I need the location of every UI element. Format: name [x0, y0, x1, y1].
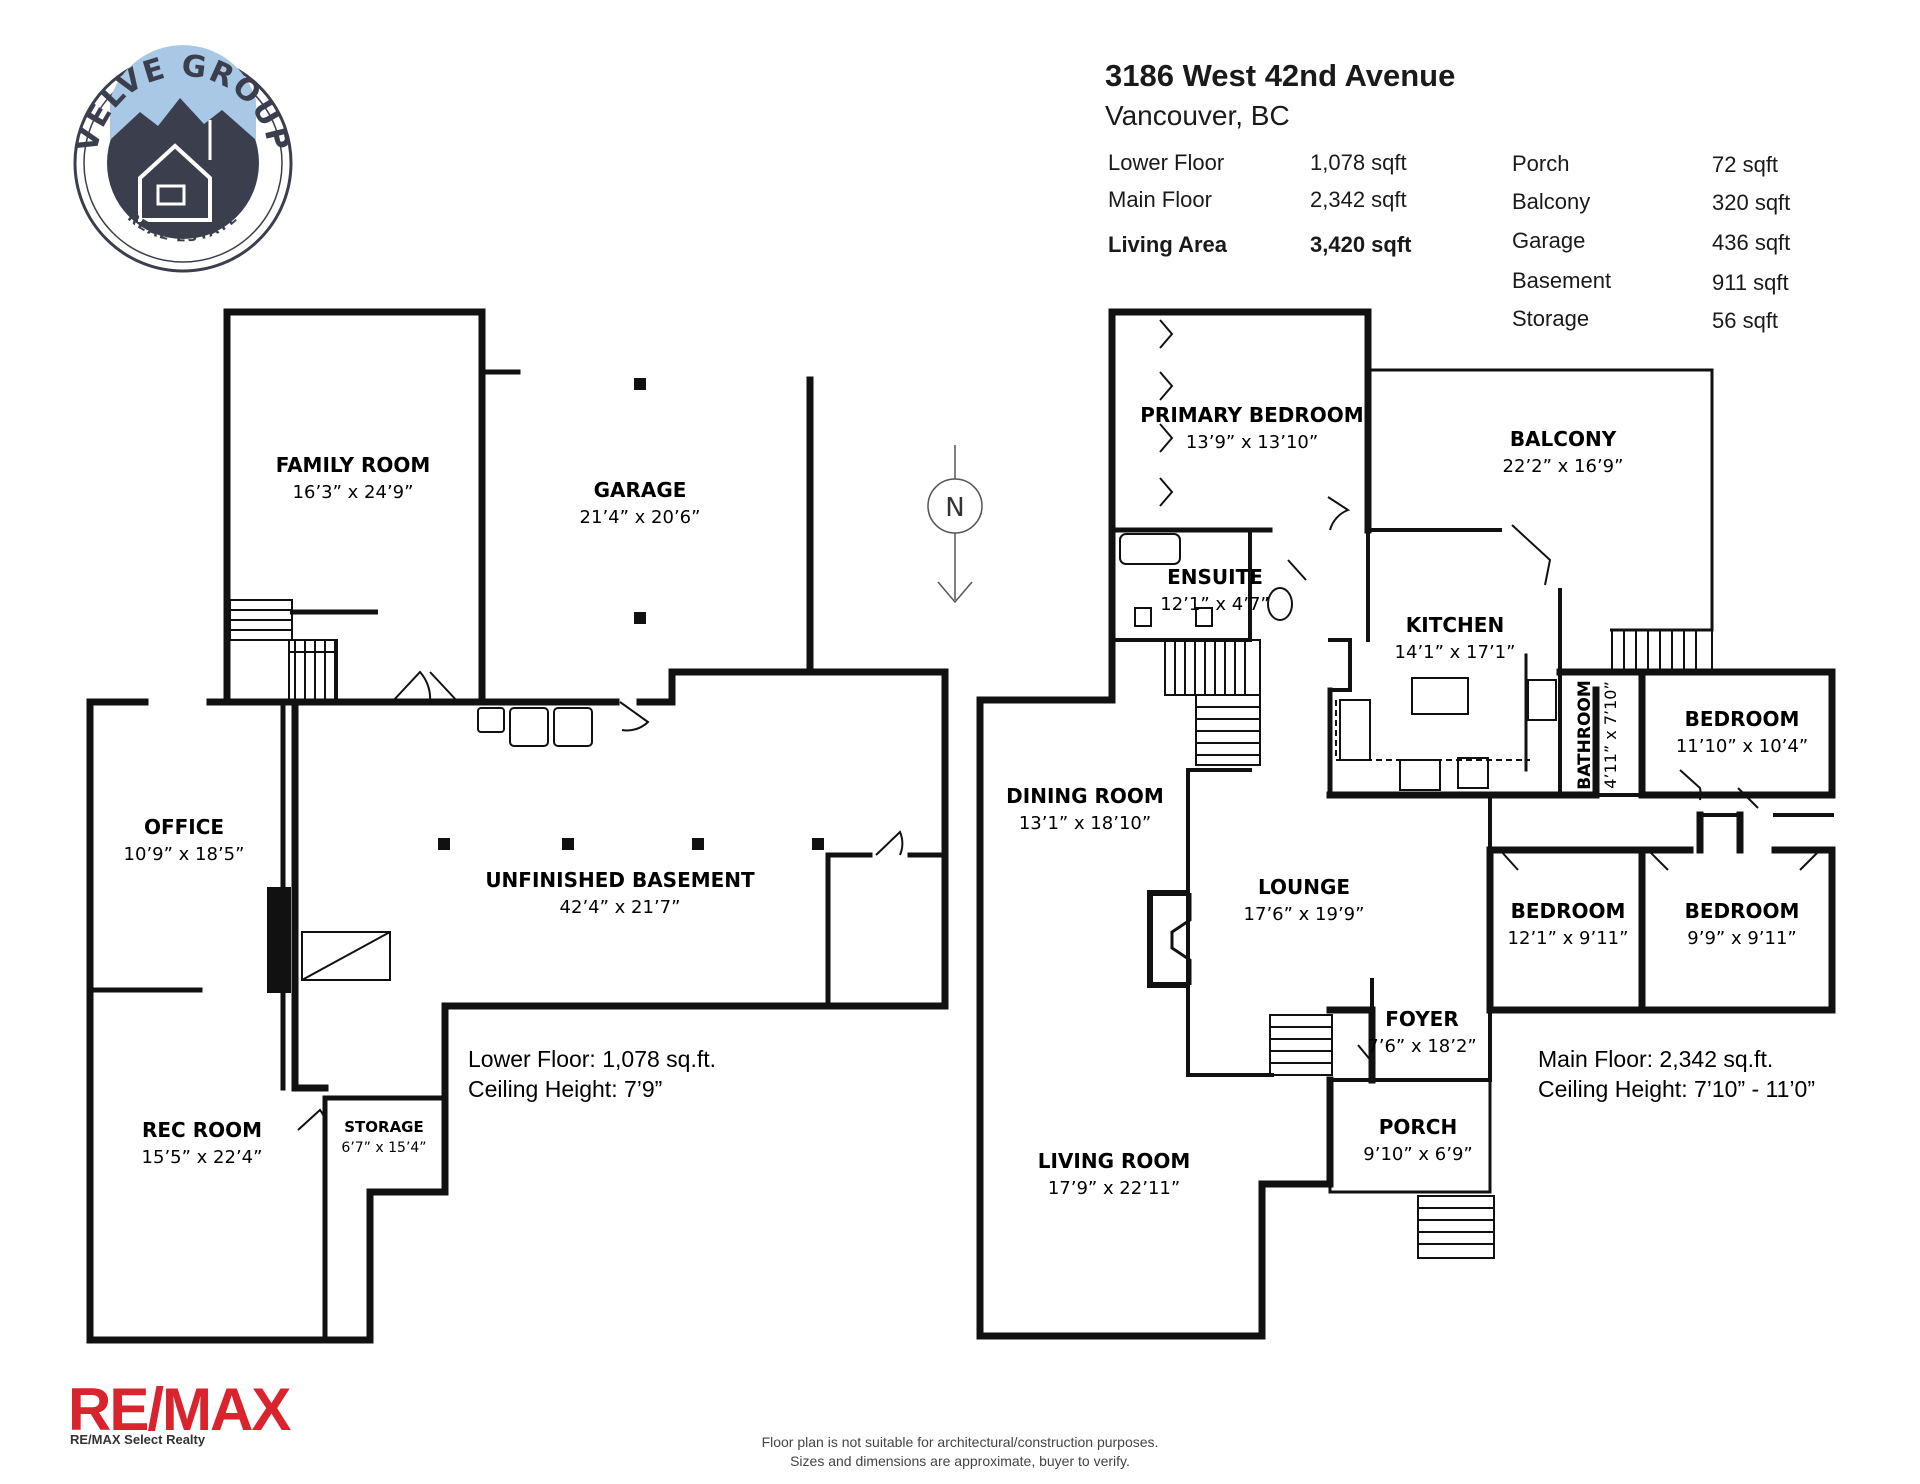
lower-floor-ceiling-note: Ceiling Height: 7’9” — [468, 1076, 662, 1102]
support-posts — [438, 378, 824, 850]
area-label: Main Floor — [1108, 187, 1212, 212]
closet-doors — [1159, 319, 1174, 507]
stairs-foyer — [1269, 1014, 1333, 1076]
room-name-dining-room: DINING ROOM — [1006, 784, 1164, 808]
compass-label: N — [945, 493, 964, 523]
room-name-bedroom-3: BEDROOM — [1685, 899, 1800, 923]
room-dim-garage: 21’4” x 20’6” — [580, 507, 701, 528]
room-dim-bedroom-3: 9’9” x 9’11” — [1687, 928, 1796, 949]
area-label-total: Living Area — [1108, 232, 1227, 257]
main-floor-area-note: Main Floor: 2,342 sq.ft. — [1538, 1046, 1773, 1072]
stairs-lower — [229, 599, 378, 701]
room-dim-porch: 9’10” x 6’9” — [1363, 1144, 1472, 1165]
area-value: 436 sqft — [1712, 230, 1791, 255]
room-dim-living-room: 17’9” x 22’11” — [1048, 1178, 1180, 1199]
sink-icon — [1134, 607, 1152, 627]
main-floor-labels: PRIMARY BEDROOM 13’9” x 13’10” BALCONY 2… — [1006, 403, 1815, 1199]
room-name-foyer: FOYER — [1385, 1007, 1459, 1031]
area-label: Garage — [1512, 228, 1586, 253]
area-label: Porch — [1512, 151, 1570, 176]
room-name-bedroom-1: BEDROOM — [1685, 707, 1800, 731]
sink-icon — [1195, 607, 1213, 627]
property-city: Vancouver, BC — [1105, 100, 1290, 131]
room-dim-dining-room: 13’1” x 18’10” — [1019, 813, 1151, 834]
room-dim-lounge: 17’6” x 19’9” — [1244, 904, 1365, 925]
room-dim-office: 10’9” x 18’5” — [124, 844, 245, 865]
velve-group-logo: VELVE GROUP REAL ESTATE — [69, 45, 295, 273]
lower-floor-details — [229, 378, 904, 1136]
area-value-total: 3,420 sqft — [1310, 232, 1412, 257]
room-dim-rec-room: 15’5” x 22’4” — [142, 1147, 263, 1168]
room-name-primary-bedroom: PRIMARY BEDROOM — [1140, 403, 1363, 427]
main-floor-details — [1119, 319, 1821, 1259]
room-dim-kitchen: 14’1” x 17’1” — [1395, 642, 1516, 663]
stairs-porch — [1417, 1195, 1495, 1259]
room-dim-storage: 6’7” x 15’4” — [341, 1140, 426, 1156]
stairs-main — [1164, 639, 1261, 766]
stair-landing-shape — [301, 931, 391, 981]
room-name-ensuite: ENSUITE — [1167, 565, 1263, 589]
area-value: 911 sqft — [1712, 270, 1789, 295]
balcony-outline — [1366, 368, 1714, 632]
room-name-balcony: BALCONY — [1510, 427, 1617, 451]
lower-floor-labels: FAMILY ROOM 16’3” x 24’9” GARAGE 21’4” x… — [124, 453, 755, 1168]
room-name-bedroom-2: BEDROOM — [1511, 899, 1626, 923]
room-name-unfinished-basement: UNFINISHED BASEMENT — [485, 868, 755, 892]
room-name-garage: GARAGE — [594, 478, 687, 502]
bathtub-icon — [1119, 533, 1181, 565]
toilet-icon — [1267, 587, 1293, 621]
room-name-office: OFFICE — [144, 815, 224, 839]
room-name-kitchen: KITCHEN — [1406, 613, 1504, 637]
area-value: 2,342 sqft — [1310, 187, 1407, 212]
room-dim-ensuite: 12’1” x 4’7” — [1160, 594, 1269, 615]
property-address: 3186 West 42nd Avenue — [1105, 58, 1456, 93]
area-value: 320 sqft — [1712, 190, 1791, 215]
room-dim-primary-bedroom: 13’9” x 13’10” — [1186, 432, 1318, 453]
area-value: 1,078 sqft — [1310, 150, 1407, 175]
disclaimer-line-1: Floor plan is not suitable for architect… — [761, 1434, 1159, 1450]
room-name-living-room: LIVING ROOM — [1038, 1149, 1191, 1173]
door-swing — [391, 670, 432, 703]
laundry-appliances — [477, 707, 593, 747]
remax-logo: RE/MAX — [68, 1376, 291, 1443]
mountains-shape — [110, 45, 256, 140]
room-name-porch: PORCH — [1379, 1115, 1457, 1139]
room-dim-balcony: 22’2” x 16’9” — [1503, 456, 1624, 477]
area-label: Balcony — [1512, 189, 1591, 214]
main-floor-ceiling-note: Ceiling Height: 7’10” - 11’0” — [1538, 1076, 1815, 1102]
fireplace-main — [1147, 890, 1192, 988]
bathroom-label: BATHROOM 4’11” x 7’10” — [1575, 680, 1620, 790]
kitchen-island — [1411, 677, 1469, 715]
room-name-family-room: FAMILY ROOM — [276, 453, 431, 477]
room-name-bathroom: BATHROOM — [1575, 680, 1595, 790]
north-compass: N — [927, 445, 983, 604]
room-dim-bedroom-2: 12’1” x 9’11” — [1508, 928, 1629, 949]
lower-floor-area-note: Lower Floor: 1,078 sq.ft. — [468, 1046, 716, 1072]
room-dim-bathroom: 4’11” x 7’10” — [1601, 681, 1620, 788]
remax-brokerage-name: RE/MAX Select Realty — [70, 1432, 206, 1447]
room-name-rec-room: REC ROOM — [142, 1118, 262, 1142]
room-dim-bedroom-1: 11’10” x 10’4” — [1676, 736, 1808, 757]
fireplace-shape — [267, 887, 291, 993]
room-dim-unfinished-basement: 42’4” x 21’7” — [560, 897, 681, 918]
area-value: 56 sqft — [1712, 308, 1779, 333]
area-label: Lower Floor — [1108, 150, 1225, 175]
area-value: 72 sqft — [1712, 152, 1779, 177]
disclaimer-line-2: Sizes and dimensions are approximate, bu… — [790, 1453, 1130, 1469]
room-name-storage: STORAGE — [344, 1118, 424, 1136]
room-dim-foyer: 7’6” x 18’2” — [1367, 1036, 1476, 1057]
stairs-balcony — [1611, 629, 1713, 671]
room-name-lounge: LOUNGE — [1258, 875, 1350, 899]
house-icon — [138, 143, 212, 222]
area-label: Basement — [1512, 268, 1612, 293]
room-dim-family-room: 16’3” x 24’9” — [293, 482, 414, 503]
area-label: Storage — [1512, 306, 1590, 331]
kitchen-counter — [1335, 700, 1530, 761]
